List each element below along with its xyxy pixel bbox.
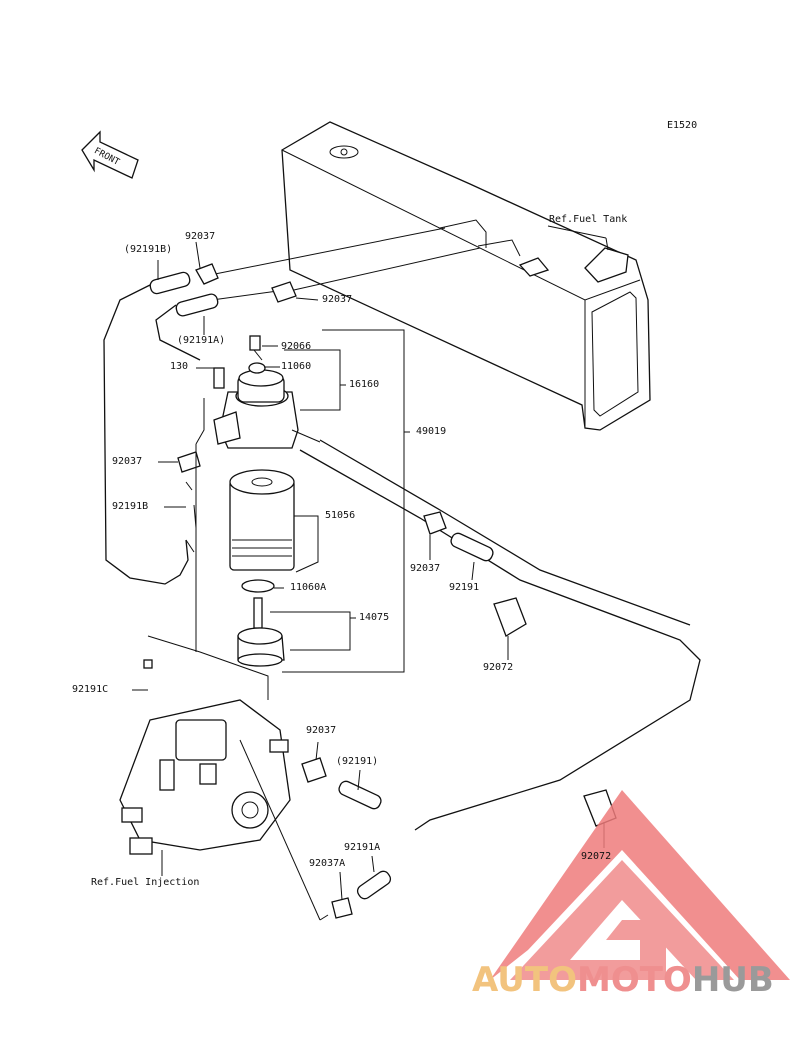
part-label: 92191C xyxy=(72,684,109,695)
watermark-part-hub: HUB xyxy=(691,960,774,1000)
return-hose-inner xyxy=(155,304,201,361)
part-label: 92066 xyxy=(281,341,312,352)
watermark-text: AUTOMOTOHUB xyxy=(472,960,774,1000)
part-label: 92037 xyxy=(185,231,216,242)
fuel-tank xyxy=(281,121,651,431)
clamp-92037a xyxy=(331,897,353,919)
part-label: 11060A xyxy=(290,582,327,593)
hose-clamp xyxy=(177,451,201,473)
part-label: 92072 xyxy=(483,662,514,673)
return-hose xyxy=(103,284,189,585)
watermark-logo-icon xyxy=(490,790,790,980)
part-label: 16160 xyxy=(349,379,380,390)
line-frag xyxy=(185,481,197,553)
filter-element xyxy=(229,469,295,593)
part-label: 92037 xyxy=(410,563,441,574)
part-label: 130 xyxy=(170,361,189,372)
part-label: 92191 xyxy=(449,582,480,593)
diagram-code: E1520 xyxy=(667,120,698,131)
fuel-filter-assembly xyxy=(213,335,321,449)
front-arrow-icon xyxy=(81,130,139,179)
hose-92191 xyxy=(450,532,494,562)
part-label: 51056 xyxy=(325,510,356,521)
clamp-lower xyxy=(301,757,327,783)
part-label: 92037 xyxy=(112,456,143,467)
part-label: (92191B) xyxy=(124,244,173,255)
watermark-part-auto: AUTO xyxy=(472,960,577,1000)
part-label: (92191) xyxy=(336,756,379,767)
part-label: 92037 xyxy=(322,294,353,305)
part-label: 92037 xyxy=(306,725,337,736)
clip-92072 xyxy=(493,597,527,637)
tank-lines xyxy=(149,227,481,317)
part-label: 11060 xyxy=(281,361,312,372)
water-sedimenter xyxy=(237,597,285,667)
plug xyxy=(143,659,153,669)
part-label: 92072 xyxy=(581,851,612,862)
part-label: (92191A) xyxy=(177,335,226,346)
leader-lines xyxy=(132,225,609,921)
part-label: 92191B xyxy=(112,501,149,512)
ref-fuel-tank-label: Ref.Fuel Tank xyxy=(549,214,628,225)
ref-fuel-injection-label: Ref.Fuel Injection xyxy=(91,877,200,888)
part-label: 92191A xyxy=(344,842,381,853)
hose-lower xyxy=(338,780,382,810)
injection-pump xyxy=(119,699,291,855)
watermark-part-moto: MOTO xyxy=(576,960,692,1000)
part-label: 49019 xyxy=(416,426,447,437)
hose-92191a xyxy=(356,870,392,900)
clamp-92037 xyxy=(423,511,447,535)
part-label: 92037A xyxy=(309,858,346,869)
part-label: 14075 xyxy=(359,612,390,623)
